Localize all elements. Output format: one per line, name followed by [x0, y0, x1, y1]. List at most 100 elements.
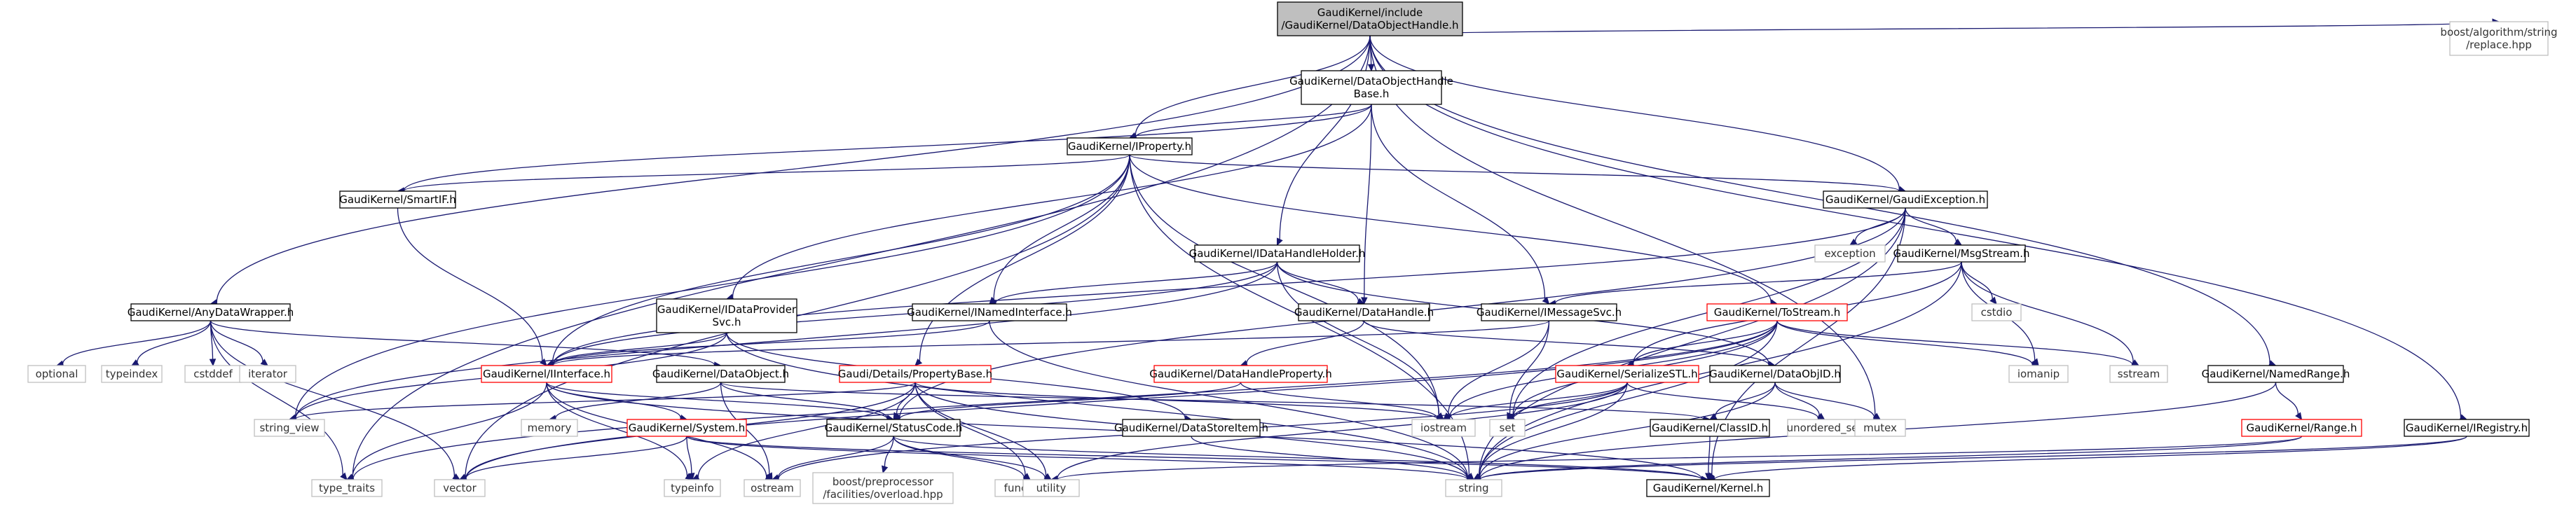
- node-box: [744, 479, 801, 497]
- node-dataobject[interactable]: GaudiKernel/DataObject.h: [652, 365, 789, 383]
- node-inamed[interactable]: GaudiKernel/INamedInterface.h: [907, 303, 1072, 321]
- node-propbase[interactable]: Gaudi/Details/PropertyBase.h: [838, 365, 992, 383]
- node-box: [1067, 137, 1193, 155]
- node-box: [1489, 419, 1526, 437]
- node-optional: optional: [27, 365, 86, 383]
- node-box: [1650, 419, 1770, 437]
- edge-iproperty-to-propbase: [914, 154, 1130, 366]
- node-label: Gaudi/Details/PropertyBase.h: [838, 368, 992, 380]
- node-kernel[interactable]: GaudiKernel/Kernel.h: [1646, 479, 1770, 497]
- edge-dohbase-to-iproperty: [1128, 104, 1372, 141]
- node-box: [826, 419, 961, 437]
- node-label: /facilities/overload.hpp: [823, 488, 943, 501]
- node-label: GaudiKernel/DataObject.h: [652, 368, 789, 380]
- node-statuscode[interactable]: GaudiKernel/StatusCode.h: [825, 419, 963, 437]
- node-label: iostream: [1420, 422, 1467, 434]
- node-label: sstream: [2118, 368, 2160, 380]
- node-classid[interactable]: GaudiKernel/ClassID.h: [1650, 419, 1770, 437]
- node-box: [2241, 419, 2362, 437]
- node-box: [130, 303, 291, 321]
- node-anydata[interactable]: GaudiKernel/AnyDataWrapper.h: [128, 303, 294, 321]
- node-label: GaudiKernel/GaudiException.h: [1825, 193, 1985, 206]
- edge-tostream-to-iomanip: [1776, 320, 2040, 368]
- edge-propbase-to-iostream: [914, 382, 1445, 423]
- node-iregistry[interactable]: GaudiKernel/IRegistry.h: [2404, 419, 2530, 437]
- node-utility: utility: [1022, 479, 1080, 497]
- node-iproperty[interactable]: GaudiKernel/IProperty.h: [1067, 137, 1193, 155]
- edge-root-to-anydata: [210, 35, 1371, 306]
- node-label: GaudiKernel/SmartIF.h: [339, 193, 455, 206]
- node-box: [254, 419, 325, 437]
- edge-statuscode-to-boost-overload: [882, 436, 894, 474]
- node-label: typeindex: [106, 368, 158, 380]
- node-imsgsvc[interactable]: GaudiKernel/IMessageSvc.h: [1477, 303, 1622, 321]
- node-label: GaudiKernel/DataObjectHandle: [1289, 75, 1453, 88]
- node-label: Base.h: [1354, 88, 1390, 100]
- node-label: GaudiKernel/DataHandle.h: [1294, 306, 1434, 319]
- node-label: GaudiKernel/Kernel.h: [1653, 482, 1764, 494]
- node-label: GaudiKernel/IMessageSvc.h: [1477, 306, 1622, 319]
- node-dataobjid[interactable]: GaudiKernel/DataObjID.h: [1709, 365, 1841, 383]
- node-memory: memory: [521, 419, 578, 437]
- node-box: [311, 479, 383, 497]
- node-iinterface[interactable]: GaudiKernel/IInterface.h: [481, 365, 612, 383]
- node-label: GaudiKernel/IProperty.h: [1068, 140, 1191, 153]
- edge-anydata-to-typeindex: [130, 320, 212, 366]
- node-datastoreitem[interactable]: GaudiKernel/DataStoreItem.h: [1114, 419, 1268, 437]
- node-serialstl[interactable]: GaudiKernel/SerializeSTL.h: [1555, 365, 1699, 383]
- node-iostream: iostream: [1411, 419, 1476, 437]
- node-label: set: [1500, 422, 1516, 434]
- edge-root-to-gaudiexc: [1369, 35, 1907, 193]
- node-box: [1301, 70, 1442, 105]
- node-root[interactable]: GaudiKernel/include/GaudiKernel/DataObje…: [1277, 1, 1463, 36]
- node-box: [339, 190, 456, 209]
- node-exception: exception: [1814, 244, 1886, 263]
- node-box: [1971, 303, 2022, 321]
- edge-system-to-typeinfo: [686, 436, 695, 481]
- node-box: [1122, 419, 1261, 437]
- node-smartif[interactable]: GaudiKernel/SmartIF.h: [339, 190, 456, 209]
- edge-dohbase-to-imsgsvc: [1371, 104, 1550, 305]
- node-label: GaudiKernel/IDataHandleHolder.h: [1189, 247, 1366, 260]
- node-label: Svc.h: [713, 316, 741, 328]
- node-label: GaudiKernel/ClassID.h: [1652, 422, 1768, 434]
- node-label: boost/preprocessor: [833, 475, 934, 488]
- node-label: iomanip: [2017, 368, 2060, 380]
- node-box: [1854, 419, 1906, 437]
- node-box: [812, 472, 954, 504]
- node-layer: GaudiKernel/include/GaudiKernel/DataObje…: [27, 1, 2558, 504]
- node-label: GaudiKernel/include: [1317, 6, 1423, 19]
- node-box: [1298, 303, 1430, 321]
- node-boost-replace: boost/algorithm/string/replace.hpp: [2440, 21, 2558, 56]
- node-typeindex: typeindex: [101, 365, 163, 383]
- node-label: ostream: [751, 482, 794, 494]
- node-box: [2008, 365, 2069, 383]
- node-label: GaudiKernel/MsgStream.h: [1893, 247, 2029, 260]
- node-label: utility: [1036, 482, 1067, 494]
- node-gaudiexc[interactable]: GaudiKernel/GaudiException.h: [1823, 190, 1988, 209]
- node-mutex: mutex: [1854, 419, 1906, 437]
- node-tostream[interactable]: GaudiKernel/ToStream.h: [1706, 303, 1848, 321]
- edge-dohbase-to-smartif: [397, 104, 1372, 194]
- node-box: [2109, 365, 2168, 383]
- node-box: [1814, 244, 1886, 263]
- node-range[interactable]: GaudiKernel/Range.h: [2241, 419, 2362, 437]
- node-datahandle[interactable]: GaudiKernel/DataHandle.h: [1294, 303, 1434, 321]
- node-box: [1646, 479, 1770, 497]
- node-label: /replace.hpp: [2466, 39, 2532, 51]
- edge-propbase-to-statuscode: [893, 382, 916, 421]
- edge-namedrange-to-range: [2275, 382, 2303, 421]
- node-system[interactable]: GaudiKernel/System.h: [626, 419, 747, 437]
- node-msgstream[interactable]: GaudiKernel/MsgStream.h: [1893, 244, 2030, 263]
- edge-tostream-to-serialstl: [1626, 320, 1778, 367]
- node-idhholder[interactable]: GaudiKernel/IDataHandleHolder.h: [1189, 244, 1366, 263]
- node-label: GaudiKernel/IRegistry.h: [2406, 422, 2528, 434]
- node-string-view: string_view: [254, 419, 325, 437]
- node-box: [1277, 1, 1463, 36]
- node-namedrange[interactable]: GaudiKernel/NamedRange.h: [2202, 365, 2350, 383]
- node-box: [521, 419, 578, 437]
- node-dhprop[interactable]: GaudiKernel/DataHandleProperty.h: [1149, 365, 1332, 383]
